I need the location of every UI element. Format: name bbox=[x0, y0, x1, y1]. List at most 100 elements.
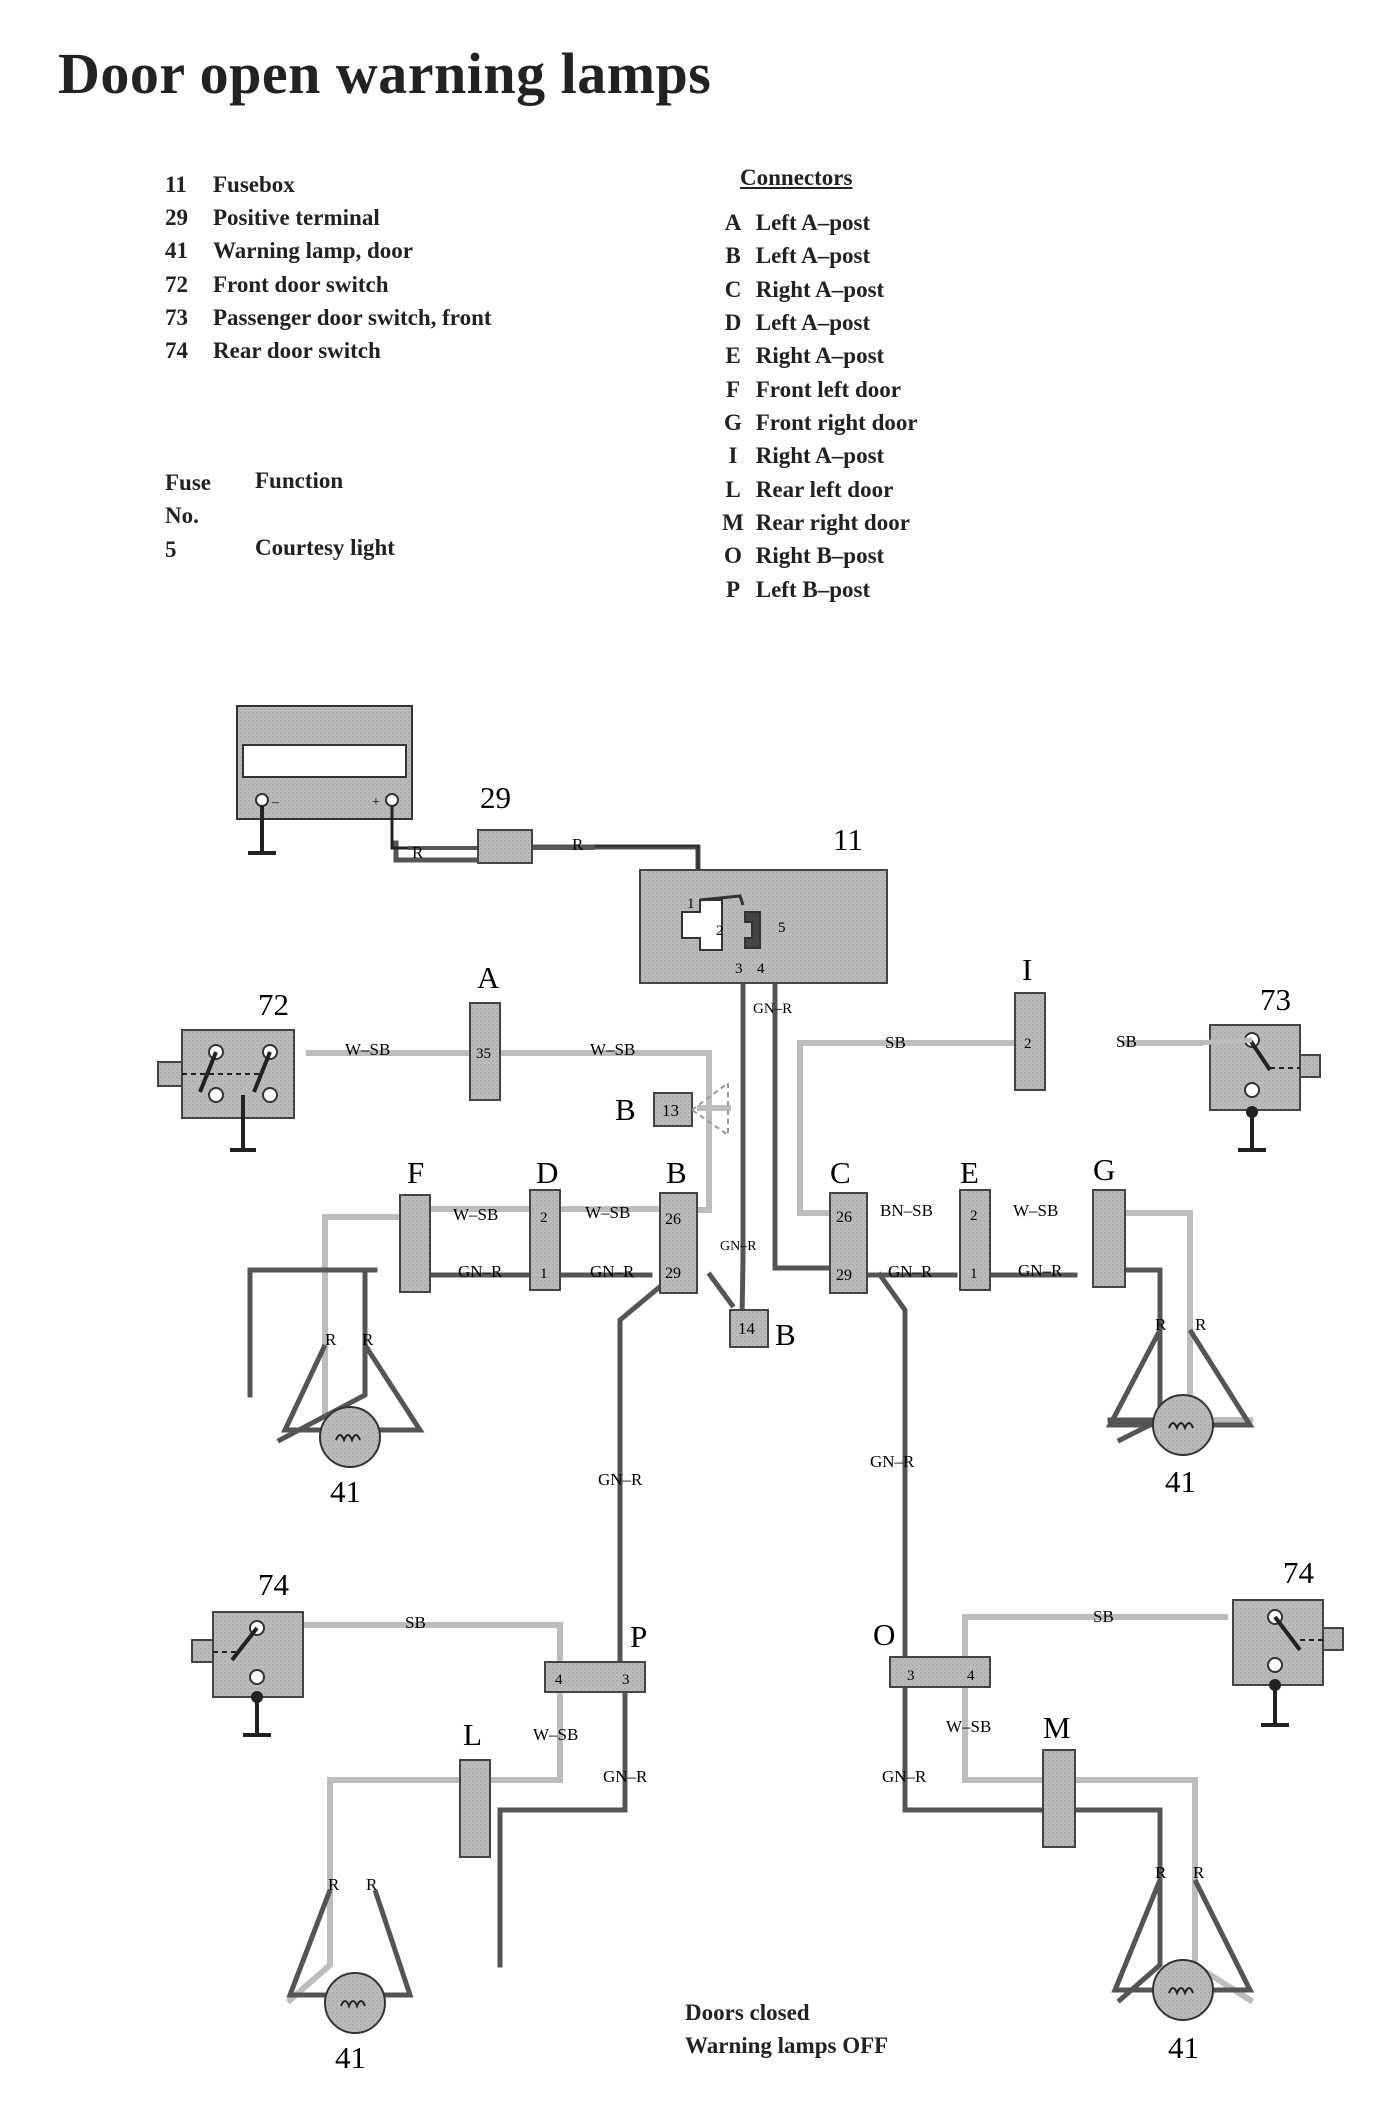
wire-label-gnr: GN–R bbox=[1018, 1261, 1063, 1280]
pin-3: 3 bbox=[907, 1668, 915, 1684]
wire-label-r: R bbox=[1155, 1315, 1167, 1334]
wire-label-bnsb: BN–SB bbox=[880, 1201, 933, 1220]
pin-26: 26 bbox=[836, 1209, 852, 1226]
pin-2: 2 bbox=[1024, 1036, 1032, 1052]
legend-name: Fusebox bbox=[213, 172, 295, 197]
connector-item: L Rear left door bbox=[716, 477, 893, 503]
warning-lamp-41-rear-right: R R 41 bbox=[1111, 1863, 1255, 2065]
pin-2: 2 bbox=[970, 1208, 978, 1224]
connector-name: Front left door bbox=[755, 377, 901, 402]
fuse-no-header: No. bbox=[165, 503, 199, 528]
connector-item: O Right B–post bbox=[716, 543, 884, 569]
pin-4: 4 bbox=[555, 1672, 563, 1688]
pin-35: 35 bbox=[476, 1046, 491, 1062]
connector-letter: A bbox=[724, 210, 742, 235]
connector-item: P Left B–post bbox=[716, 577, 870, 603]
fuse-function: Courtesy light bbox=[255, 535, 395, 560]
connector-name: Rear right door bbox=[755, 510, 910, 535]
battery-plus-sign: + bbox=[372, 795, 380, 810]
light-wires bbox=[285, 1040, 1255, 2005]
wire-label-r: R bbox=[1155, 1863, 1167, 1882]
legend-num: 41 bbox=[165, 238, 188, 263]
connector-item: D Left A–post bbox=[716, 310, 870, 336]
fuse-number: 5 bbox=[165, 537, 177, 562]
ref-11: 11 bbox=[833, 822, 863, 857]
pin-4: 4 bbox=[757, 961, 765, 977]
front-door-switch-72: 72 bbox=[157, 987, 295, 1152]
connector-b-14 bbox=[729, 1309, 769, 1348]
rear-door-switch-74-right: 74 bbox=[1232, 1555, 1344, 1727]
connector-m bbox=[1042, 1749, 1076, 1848]
connector-letter: F bbox=[725, 377, 741, 402]
connector-name: Right A–post bbox=[755, 443, 885, 468]
wire-label-wsb: W–SB bbox=[453, 1205, 498, 1224]
wire-label-wsb: W–SB bbox=[585, 1203, 630, 1222]
label-conn-i: I bbox=[1022, 952, 1032, 987]
wire-label-gnr: GN–R bbox=[603, 1767, 648, 1786]
connector-letter: C bbox=[724, 277, 742, 302]
label-conn-b: B bbox=[775, 1317, 796, 1352]
connector-i bbox=[1014, 992, 1046, 1091]
label-conn-f: F bbox=[407, 1155, 424, 1190]
ref-41: 41 bbox=[330, 1474, 361, 1509]
label-conn-c: C bbox=[830, 1155, 851, 1190]
connector-item: F Front left door bbox=[716, 377, 901, 403]
wire-label-gnr: GN–R bbox=[888, 1262, 933, 1281]
battery-minus-sign: – bbox=[271, 795, 280, 810]
connector-g bbox=[1092, 1189, 1126, 1288]
connectors-heading: Connectors bbox=[740, 165, 853, 190]
wire-label-gnr: GN–R bbox=[870, 1452, 915, 1471]
pin-29: 29 bbox=[836, 1267, 852, 1284]
wire-label-r: R bbox=[1195, 1315, 1207, 1334]
connector-c bbox=[829, 1192, 868, 1294]
legend-num: 73 bbox=[165, 305, 188, 330]
wire-label-wsb: W–SB bbox=[946, 1717, 991, 1736]
connector-letter: G bbox=[724, 410, 742, 435]
pin-26: 26 bbox=[665, 1211, 681, 1228]
connector-item: E Right A–post bbox=[716, 343, 884, 369]
label-conn-d: D bbox=[536, 1155, 558, 1190]
connector-f bbox=[399, 1194, 431, 1293]
warning-lamp-41-right: R R 41 bbox=[1105, 1315, 1255, 1499]
label-conn-m: M bbox=[1043, 1710, 1071, 1745]
connector-name: Front right door bbox=[755, 410, 918, 435]
wire-label-gnr: GN–R bbox=[458, 1262, 503, 1281]
connector-item: G Front right door bbox=[716, 410, 918, 436]
dark-wires bbox=[247, 840, 1164, 2004]
connector-item: M Rear right door bbox=[716, 510, 910, 536]
pin-4: 4 bbox=[967, 1668, 975, 1684]
connector-l bbox=[459, 1759, 491, 1858]
connector-e bbox=[959, 1189, 991, 1291]
connector-name: Right A–post bbox=[755, 277, 885, 302]
legend-item: 41 Warning lamp, door bbox=[165, 238, 413, 264]
wire-label-gnr: GN–R bbox=[598, 1470, 643, 1489]
legend-name: Warning lamp, door bbox=[213, 238, 414, 263]
connector-name: Right B–post bbox=[755, 543, 885, 568]
legend-name: Front door switch bbox=[213, 272, 389, 297]
wire-label-wsb: W–SB bbox=[345, 1040, 390, 1059]
connector-p bbox=[544, 1661, 646, 1693]
pin-29: 29 bbox=[665, 1265, 681, 1282]
positive-terminal-29 bbox=[477, 829, 533, 864]
rear-door-switch-74-left: 74 bbox=[191, 1567, 304, 1737]
pin-1: 1 bbox=[970, 1266, 978, 1282]
connector-name: Left A–post bbox=[755, 310, 871, 335]
wire-label-gnr: GN–R bbox=[753, 1001, 792, 1017]
pin-3: 3 bbox=[622, 1672, 630, 1688]
pin-3: 3 bbox=[735, 961, 743, 977]
connector-name: Rear left door bbox=[755, 477, 894, 502]
wire-label-wsb: W–SB bbox=[1013, 1201, 1058, 1220]
wire-label-r: R bbox=[325, 1330, 337, 1349]
connector-name: Left A–post bbox=[755, 210, 871, 235]
connector-letter: I bbox=[728, 443, 738, 468]
wire-label-gnr: GN–R bbox=[590, 1262, 635, 1281]
ref-41: 41 bbox=[1168, 2030, 1199, 2065]
connector-item: I Right A–post bbox=[716, 443, 885, 469]
connector-letter: M bbox=[722, 510, 744, 535]
ref-29: 29 bbox=[480, 780, 511, 815]
